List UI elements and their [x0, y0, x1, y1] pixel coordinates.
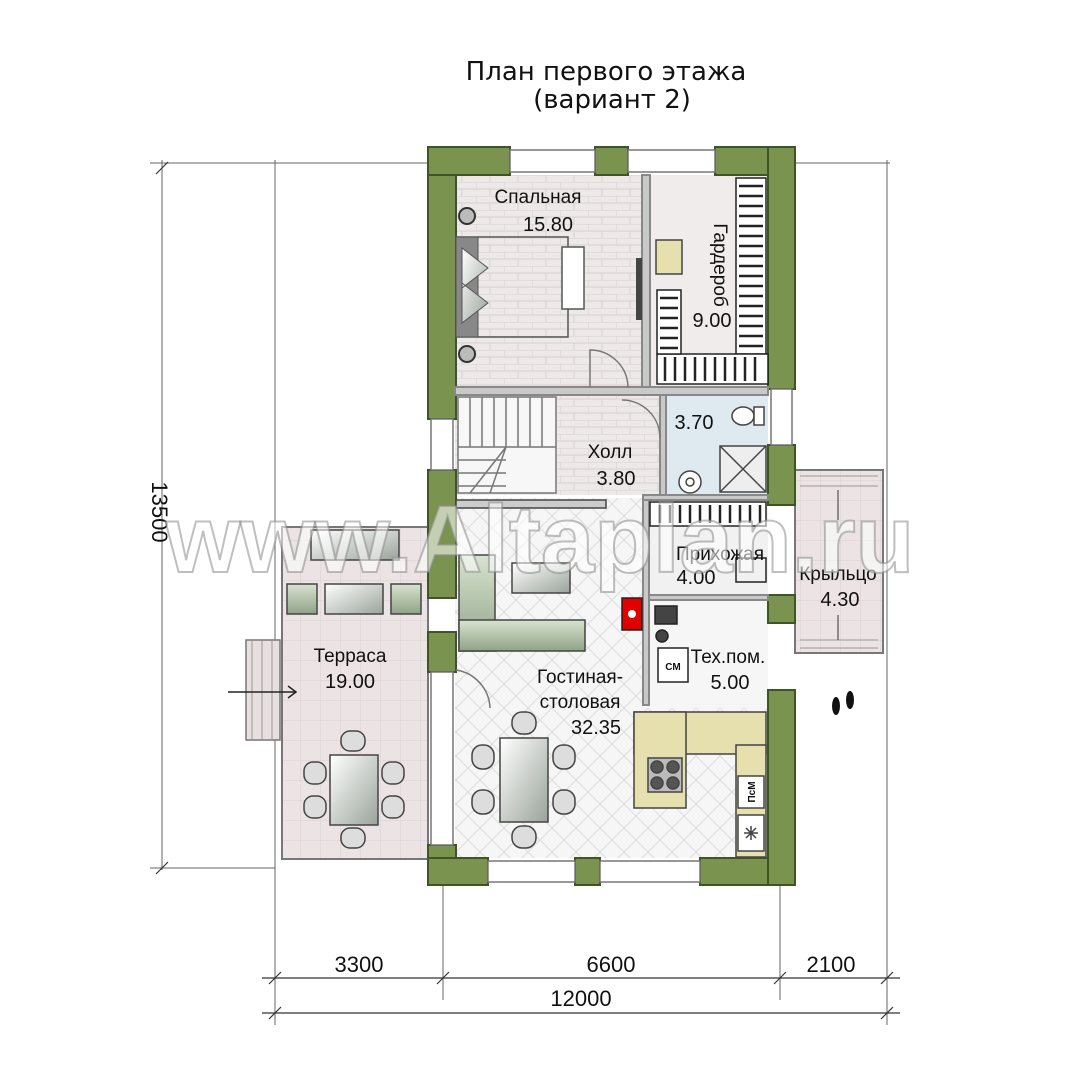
dishwasher-label: ПсМ [747, 781, 758, 802]
bedroom-area: 15.80 [523, 214, 573, 236]
tech-equipment [654, 605, 689, 683]
tech-area: 5.00 [711, 672, 750, 694]
dimension-lines [155, 161, 900, 1020]
staircase [457, 396, 557, 494]
hall-area: 3.80 [597, 468, 636, 490]
bedroom-name: Спальная [495, 187, 582, 208]
footprints-icon [832, 691, 854, 715]
hall-door [621, 399, 661, 439]
kitchen [633, 711, 767, 858]
living-name-line1: Гостиная- [537, 667, 623, 688]
watermark: www.Altaplan.ru [165, 486, 915, 593]
dim-house-width: 6600 [587, 952, 636, 977]
wardrobe-area: 9.00 [693, 310, 732, 332]
terrace-area: 19.00 [325, 671, 375, 693]
walls [427, 146, 796, 886]
living-door [455, 669, 491, 709]
hall-name: Холл [588, 442, 633, 463]
living-area: 32.35 [571, 717, 621, 739]
entry-racks [649, 501, 767, 583]
entry-area: 4.00 [677, 567, 716, 589]
sofa [455, 499, 607, 652]
bathroom-area: 3.70 [675, 412, 714, 434]
porch-area: 4.30 [821, 589, 860, 611]
bed [455, 207, 642, 363]
dim-total-height: 13500 [147, 481, 172, 542]
boiler [621, 597, 643, 631]
bedroom-door [589, 349, 629, 388]
terrace-name: Терраса [314, 646, 387, 667]
living-name-line2: столовая [540, 692, 621, 713]
washer-label: СМ [665, 662, 680, 673]
wardrobe-rack-hatch [660, 184, 763, 381]
dim-terrace-width: 3300 [335, 952, 384, 977]
porch [794, 469, 884, 654]
dim-total-width: 12000 [550, 986, 611, 1011]
tech-name: Тех.пом. [691, 647, 766, 668]
dining-table-terrace [303, 730, 405, 849]
terrace-sofa [286, 529, 422, 615]
dim-porch-width: 2100 [807, 952, 856, 977]
terrace-arrow [228, 685, 298, 699]
bathroom-fixtures [678, 406, 767, 494]
wardrobe-name: Гардероб [709, 223, 730, 307]
dining-table-living [471, 711, 576, 849]
windows [430, 149, 793, 883]
plan-subtitle: (вариант 2) [533, 85, 691, 115]
porch-name: Крыльцо [799, 564, 877, 585]
entry-name: Прихожая [676, 544, 764, 565]
plan-title: План первого этажа [466, 57, 747, 87]
